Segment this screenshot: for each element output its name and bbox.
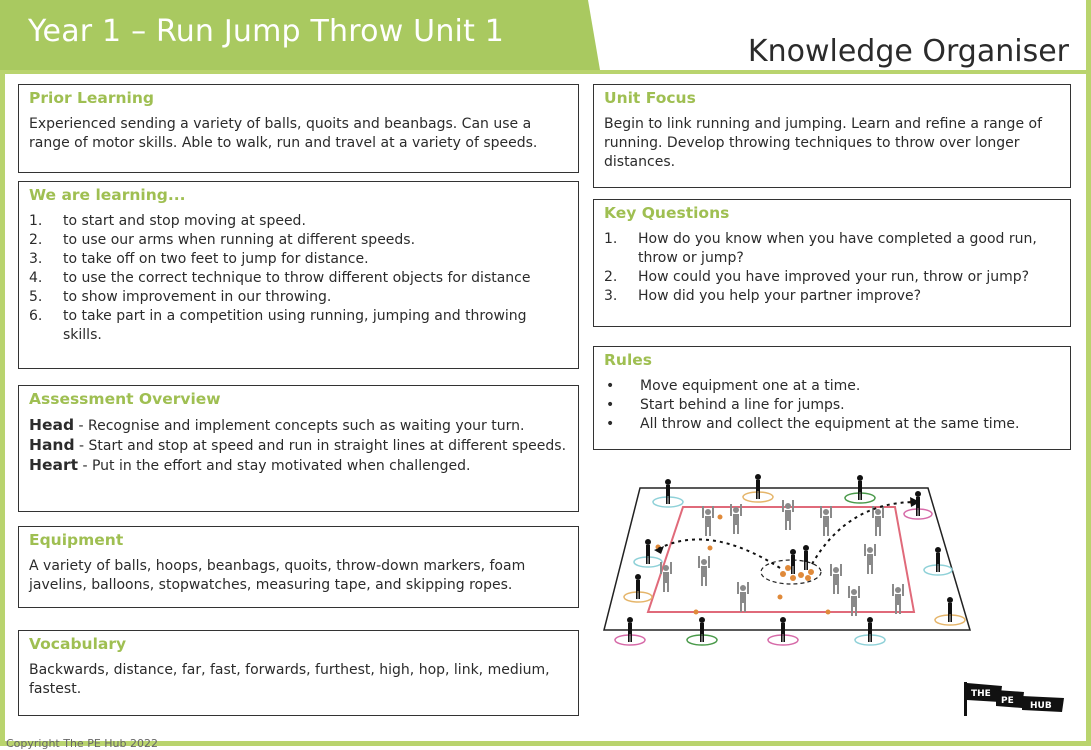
equipment-box: Equipment A variety of balls, hoops, bea… bbox=[18, 526, 579, 608]
list-text: Start behind a line for jumps. bbox=[640, 397, 845, 413]
assessment-label: Hand bbox=[29, 436, 75, 454]
the-pe-hub-logo: THE PE HUB bbox=[964, 682, 1064, 716]
equipment-text: A variety of balls, hoops, beanbags, quo… bbox=[29, 558, 526, 593]
list-number: 5. bbox=[29, 289, 43, 305]
key-questions-list: 1. How do you know when you have complete… bbox=[604, 230, 1060, 306]
list-item: 1. How do you know when you have complete… bbox=[604, 230, 1060, 268]
we-are-learning-heading: We are learning... bbox=[29, 186, 186, 204]
list-text: to show improvement in our throwing. bbox=[63, 289, 332, 305]
key-questions-box: Key Questions 1. How do you know when you… bbox=[593, 199, 1071, 327]
list-item: 3. How did you help your partner improve? bbox=[604, 287, 1060, 306]
list-number: 3. bbox=[29, 251, 43, 267]
assessment-overview-heading: Assessment Overview bbox=[29, 390, 221, 408]
list-item: 6. to take part in a competition using ru… bbox=[29, 307, 568, 345]
list-text: to take off on two feet to jump for dist… bbox=[63, 251, 369, 267]
list-item: 1. to start and stop moving at speed. bbox=[29, 212, 568, 231]
list-number: 3. bbox=[604, 288, 618, 304]
list-number: 1. bbox=[604, 231, 618, 247]
bullet-icon: • bbox=[606, 378, 615, 394]
logo-the-text: THE bbox=[971, 689, 991, 699]
key-questions-heading: Key Questions bbox=[604, 204, 730, 222]
inner-boundary bbox=[646, 506, 916, 613]
unit-focus-heading: Unit Focus bbox=[604, 89, 696, 107]
title-banner: Year 1 – Run Jump Throw Unit 1 bbox=[0, 0, 600, 70]
list-text: How did you help your partner improve? bbox=[638, 288, 922, 304]
vocabulary-heading: Vocabulary bbox=[29, 635, 127, 653]
list-number: 4. bbox=[29, 270, 43, 286]
list-item: 5. to show improvement in our throwing. bbox=[29, 288, 568, 307]
assessment-label: Heart bbox=[29, 456, 78, 474]
bullet-icon: • bbox=[606, 416, 615, 432]
list-number: 1. bbox=[29, 213, 43, 229]
list-text: to take part in a competition using runn… bbox=[63, 308, 527, 343]
activity-area-diagram bbox=[603, 474, 972, 646]
list-text: How do you know when you have completed … bbox=[638, 231, 1037, 266]
list-text: to use our arms when running at differen… bbox=[63, 232, 416, 248]
list-text: Move equipment one at a time. bbox=[640, 378, 861, 394]
list-number: 2. bbox=[29, 232, 43, 248]
assessment-text: - Recognise and implement concepts such … bbox=[74, 418, 525, 434]
unit-focus-text: Begin to link running and jumping. Learn… bbox=[604, 116, 1042, 170]
logo-hub-text: HUB bbox=[1030, 701, 1052, 711]
header-rule bbox=[0, 70, 1091, 74]
prior-learning-box: Prior Learning Experienced sending a var… bbox=[18, 84, 579, 173]
assessment-text: - Put in the effort and stay motivated w… bbox=[78, 458, 471, 474]
assessment-hand-line: Hand - Start and stop at speed and run i… bbox=[29, 436, 568, 456]
list-number: 2. bbox=[604, 269, 618, 285]
rules-list: • Move equipment one at a time. • Start be… bbox=[604, 377, 1060, 434]
knowledge-organiser-title: Knowledge Organiser bbox=[747, 34, 1069, 69]
assessment-heart-line: Heart - Put in the effort and stay motiv… bbox=[29, 456, 568, 476]
list-text: All throw and collect the equipment at t… bbox=[640, 416, 1020, 432]
assessment-head-line: Head - Recognise and implement concepts … bbox=[29, 416, 568, 436]
vocabulary-box: Vocabulary Backwards, distance, far, fas… bbox=[18, 630, 579, 716]
vocabulary-text: Backwards, distance, far, fast, forwards… bbox=[29, 662, 550, 697]
list-text: How could you have improved your run, th… bbox=[638, 269, 1030, 285]
we-are-learning-box: We are learning... 1. to start and stop m… bbox=[18, 181, 579, 369]
list-item: • Start behind a line for jumps. bbox=[604, 396, 1060, 415]
list-text: to start and stop moving at speed. bbox=[63, 213, 306, 229]
equipment-heading: Equipment bbox=[29, 531, 124, 549]
bullet-icon: • bbox=[606, 397, 615, 413]
unit-focus-box: Unit Focus Begin to link running and jum… bbox=[593, 84, 1071, 188]
logo-pe-text: PE bbox=[1001, 696, 1014, 706]
prior-learning-heading: Prior Learning bbox=[29, 89, 154, 107]
rules-heading: Rules bbox=[604, 351, 653, 369]
list-item: • Move equipment one at a time. bbox=[604, 377, 1060, 396]
list-item: 4. to use the correct technique to throw … bbox=[29, 269, 568, 288]
rules-box: Rules • Move equipment one at a time. • St… bbox=[593, 346, 1071, 450]
assessment-text: - Start and stop at speed and run in str… bbox=[74, 438, 567, 454]
learning-objectives-list: 1. to start and stop moving at speed. 2. t… bbox=[29, 212, 568, 345]
list-item: 2. How could you have improved your run, … bbox=[604, 268, 1060, 287]
copyright-notice: Copyright The PE Hub 2022 bbox=[6, 737, 158, 750]
list-item: • All throw and collect the equipment at … bbox=[604, 415, 1060, 434]
list-item: 3. to take off on two feet to jump for di… bbox=[29, 250, 568, 269]
assessment-overview-box: Assessment Overview Head - Recognise and… bbox=[18, 385, 579, 512]
assessment-label: Head bbox=[29, 416, 75, 434]
list-number: 6. bbox=[29, 308, 43, 324]
list-text: to use the correct technique to throw di… bbox=[63, 270, 531, 286]
page-title: Year 1 – Run Jump Throw Unit 1 bbox=[28, 14, 505, 49]
list-item: 2. to use our arms when running at differ… bbox=[29, 231, 568, 250]
prior-learning-text: Experienced sending a variety of balls, … bbox=[29, 116, 538, 151]
